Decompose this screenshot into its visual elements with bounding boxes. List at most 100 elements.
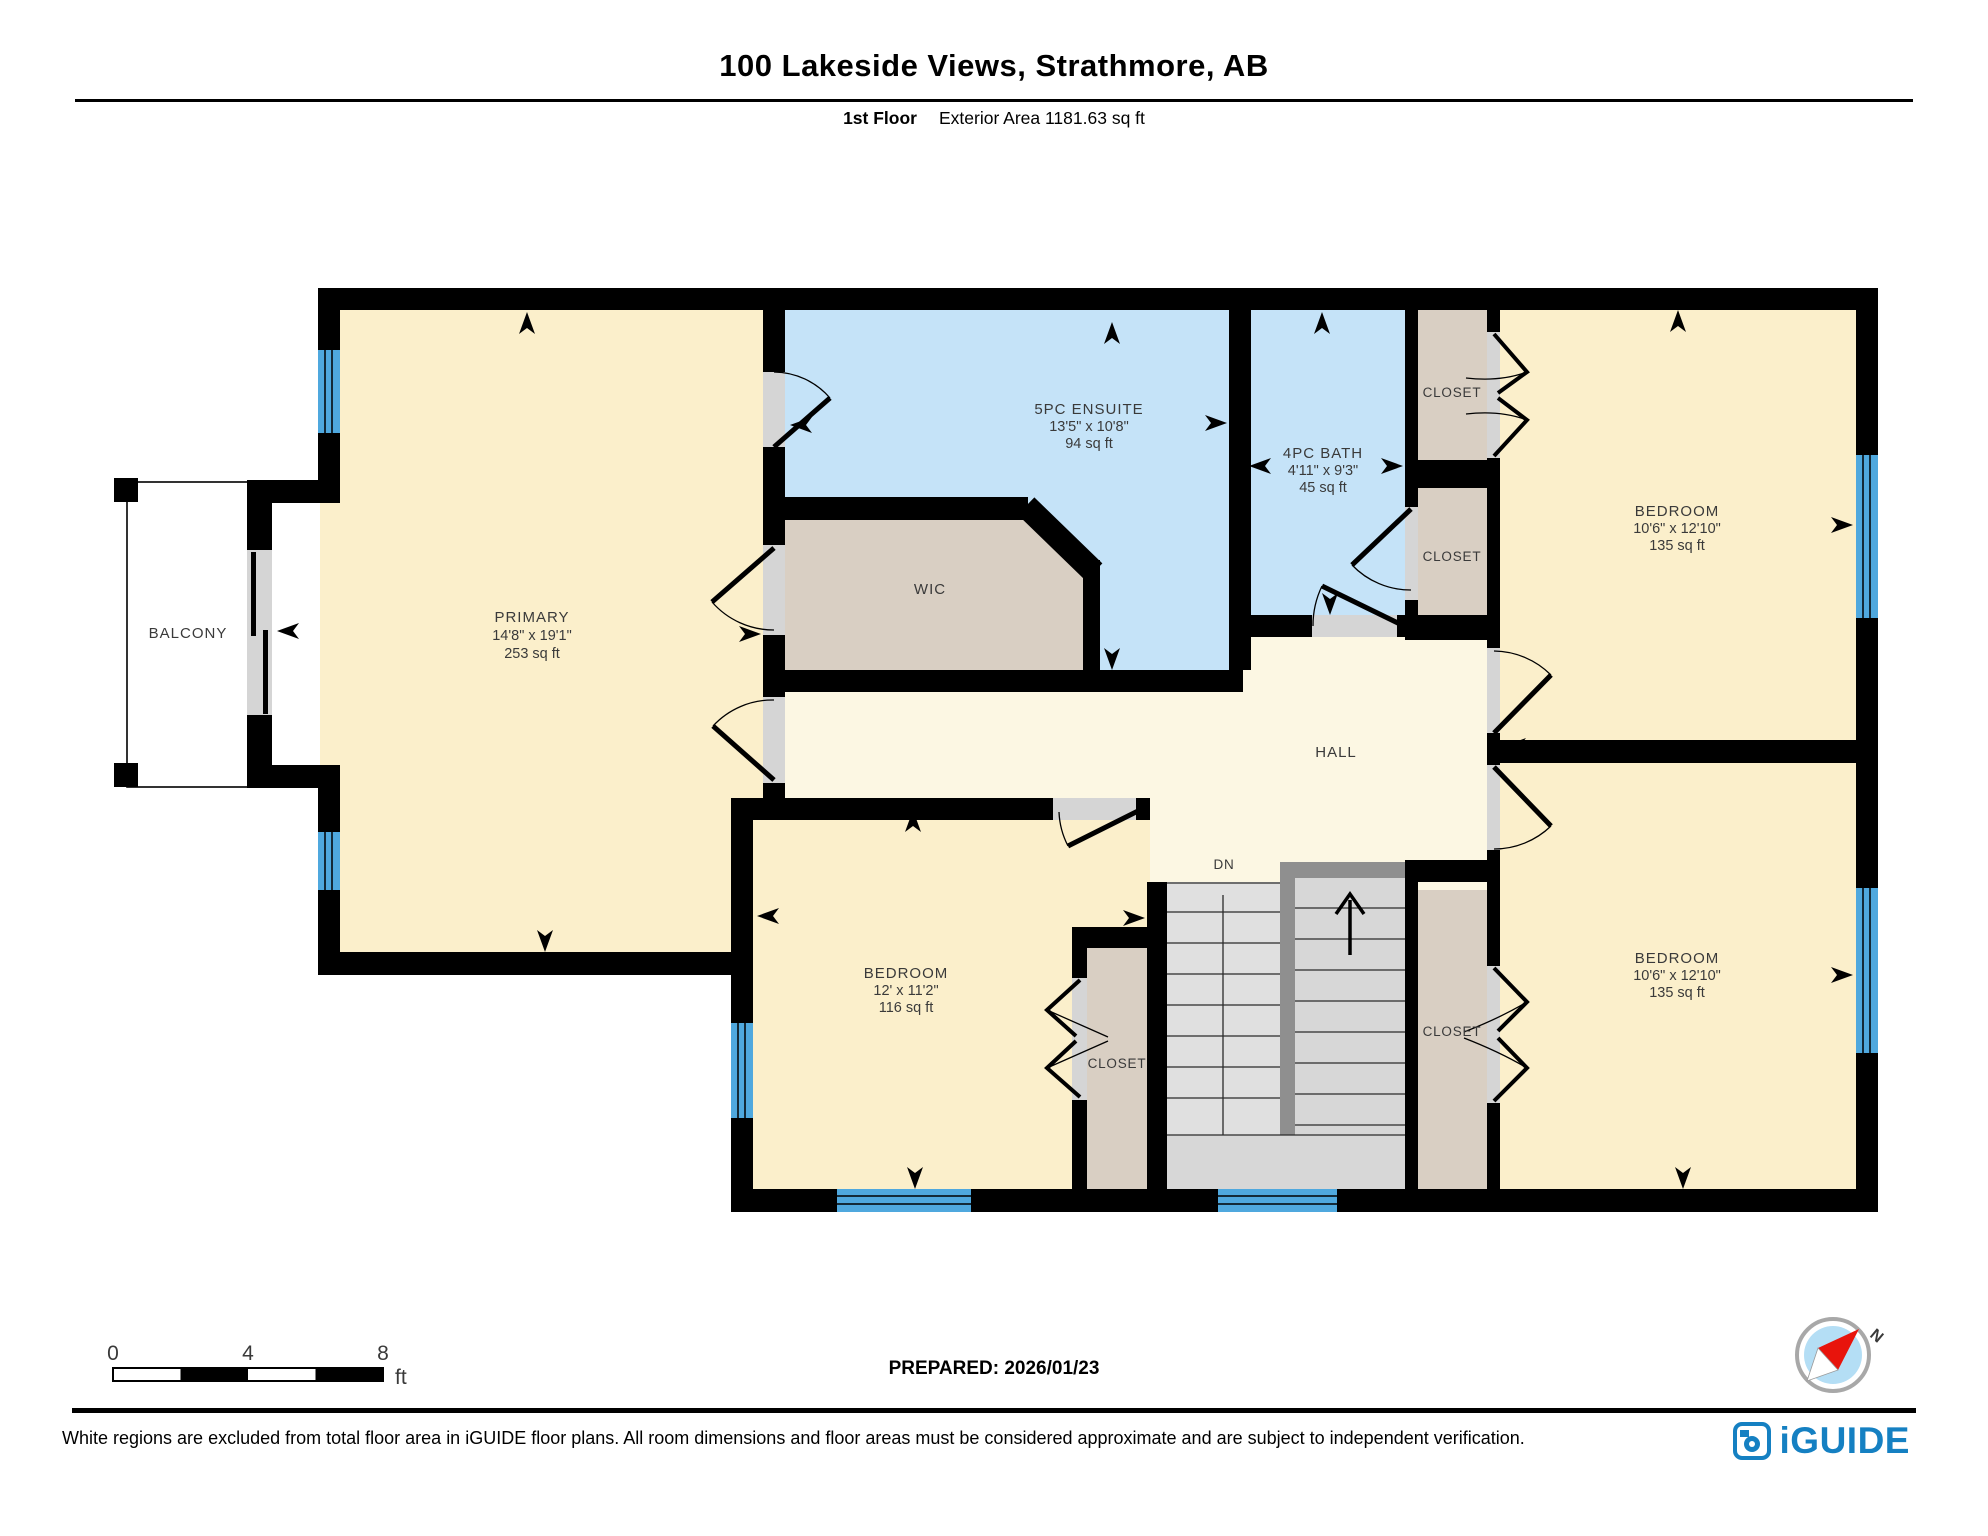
left-arrow-icon xyxy=(790,417,812,433)
up-arrow-icon xyxy=(905,810,921,832)
up-arrow-icon xyxy=(1670,310,1686,332)
window-icon xyxy=(837,1189,971,1212)
right-arrow-icon xyxy=(1123,910,1145,926)
bath-door xyxy=(1312,583,1406,629)
balcony-sliding-door xyxy=(247,550,272,715)
primary-area: 253 sq ft xyxy=(504,646,560,662)
floor-subtitle: 1st Floor Exterior Area 1181.63 sq ft xyxy=(0,108,1988,129)
closet-mid-label: CLOSET xyxy=(1423,549,1482,564)
opening xyxy=(763,545,785,635)
wall xyxy=(1487,458,1500,648)
right-arrow-icon xyxy=(1831,517,1853,533)
room-bedroom-top-right xyxy=(1493,300,1868,755)
stair-rail-top xyxy=(1280,862,1405,878)
wall xyxy=(1487,1103,1500,1189)
wall xyxy=(1490,740,1856,763)
ensuite-area: 94 sq ft xyxy=(1065,436,1113,452)
wall xyxy=(247,480,340,503)
closet-top xyxy=(1411,300,1493,470)
bifold-doors xyxy=(1044,332,1530,1103)
wall xyxy=(247,765,340,788)
footer-divider xyxy=(72,1408,1916,1413)
closet-br-label: CLOSET xyxy=(1423,1024,1482,1039)
stairs-dn-label: DN xyxy=(1213,857,1234,872)
primary-label: PRIMARY xyxy=(494,609,569,626)
floor-label: 1st Floor xyxy=(843,108,917,128)
left-arrow-icon xyxy=(757,908,779,924)
scale-tick-0: 0 xyxy=(107,1342,119,1365)
opening xyxy=(1487,966,1500,1103)
scale-bar-seg xyxy=(315,1368,383,1381)
window-icon xyxy=(1856,888,1878,1053)
closet-bottom-left-bifold-icon xyxy=(1044,978,1109,1099)
wall xyxy=(1405,615,1500,640)
closet-mid xyxy=(1411,470,1493,630)
wic-door xyxy=(710,546,776,631)
left-arrow-icon xyxy=(277,623,299,639)
dimension-arrows xyxy=(277,310,1853,1189)
primary-dims: 14'8" x 19'1" xyxy=(492,628,572,644)
bedroom-bl-label: BEDROOM xyxy=(864,965,949,982)
wall xyxy=(1856,288,1878,1212)
ensuite-label: 5PC ENSUITE xyxy=(1034,401,1143,418)
opening xyxy=(1312,615,1397,637)
ensuite-dims: 13'5" x 10'8" xyxy=(1049,419,1129,435)
wall xyxy=(1487,310,1500,334)
room-hall-corridor xyxy=(774,685,1496,805)
left-arrow-icon xyxy=(1249,458,1271,474)
compass-needle-south xyxy=(1806,1347,1839,1382)
opening xyxy=(763,697,785,783)
balcony-deck xyxy=(126,481,261,788)
down-arrow-icon xyxy=(1322,593,1338,615)
wall xyxy=(1405,310,1418,507)
closet-bottom-left xyxy=(1080,935,1155,1197)
scale-unit: ft xyxy=(395,1366,407,1389)
bedroom-bl-dims: 12' x 11'2" xyxy=(873,983,938,999)
right-arrow-icon xyxy=(739,626,761,642)
window-icon xyxy=(1218,1189,1337,1212)
bedroom-br-label: BEDROOM xyxy=(1635,950,1720,967)
wic-label: WIC xyxy=(914,581,946,598)
balcony-post-top xyxy=(114,478,138,502)
compass-icon: N xyxy=(1795,1317,1886,1393)
wall xyxy=(1405,860,1500,882)
balcony-label: BALCONY xyxy=(149,625,228,642)
bedroom-br-dims: 10'6" x 12'10" xyxy=(1633,968,1721,984)
wall xyxy=(763,447,785,545)
window-icon xyxy=(1856,455,1878,618)
room-bedroom-bottom-right xyxy=(1493,750,1868,1200)
window-icon xyxy=(318,350,340,433)
closet-bottom-right xyxy=(1411,868,1493,1198)
page-title: 100 Lakeside Views, Strathmore, AB xyxy=(719,48,1269,83)
room-labels: PRIMARY 14'8" x 19'1" 253 sq ft 5PC ENSU… xyxy=(149,385,1721,1071)
bedroom-tr-dims: 10'6" x 12'10" xyxy=(1633,521,1721,537)
right-arrow-icon xyxy=(1205,415,1227,431)
disclaimer-text: White regions are excluded from total fl… xyxy=(62,1428,1525,1448)
windows xyxy=(318,350,1878,1212)
wall-diagonal xyxy=(1017,497,1103,581)
walls xyxy=(247,288,1878,1212)
opening xyxy=(763,372,785,447)
closet-top-label: CLOSET xyxy=(1423,385,1482,400)
bedroom-br-area: 135 sq ft xyxy=(1649,985,1705,1001)
down-arrow-icon xyxy=(907,1167,923,1189)
wall xyxy=(1147,882,1167,1189)
wall xyxy=(1083,560,1100,692)
wall xyxy=(763,670,1243,692)
room-wic xyxy=(774,508,1094,681)
primary-door xyxy=(711,699,776,782)
opening xyxy=(1487,765,1500,850)
iguide-logo-icon xyxy=(1732,1422,1771,1460)
up-arrow-icon xyxy=(1314,312,1330,334)
wall xyxy=(1072,927,1167,948)
up-arrow-icon xyxy=(519,312,535,334)
exterior-area-label: Exterior Area 1181.63 sq ft xyxy=(938,108,1145,128)
wall xyxy=(1072,1100,1087,1195)
door-openings xyxy=(763,332,1500,1103)
window-icon xyxy=(731,1023,753,1118)
compass-north-label: N xyxy=(1866,1326,1886,1346)
scale-bar: 0 4 8 ft xyxy=(107,1342,407,1389)
right-arrow-icon xyxy=(1381,458,1403,474)
